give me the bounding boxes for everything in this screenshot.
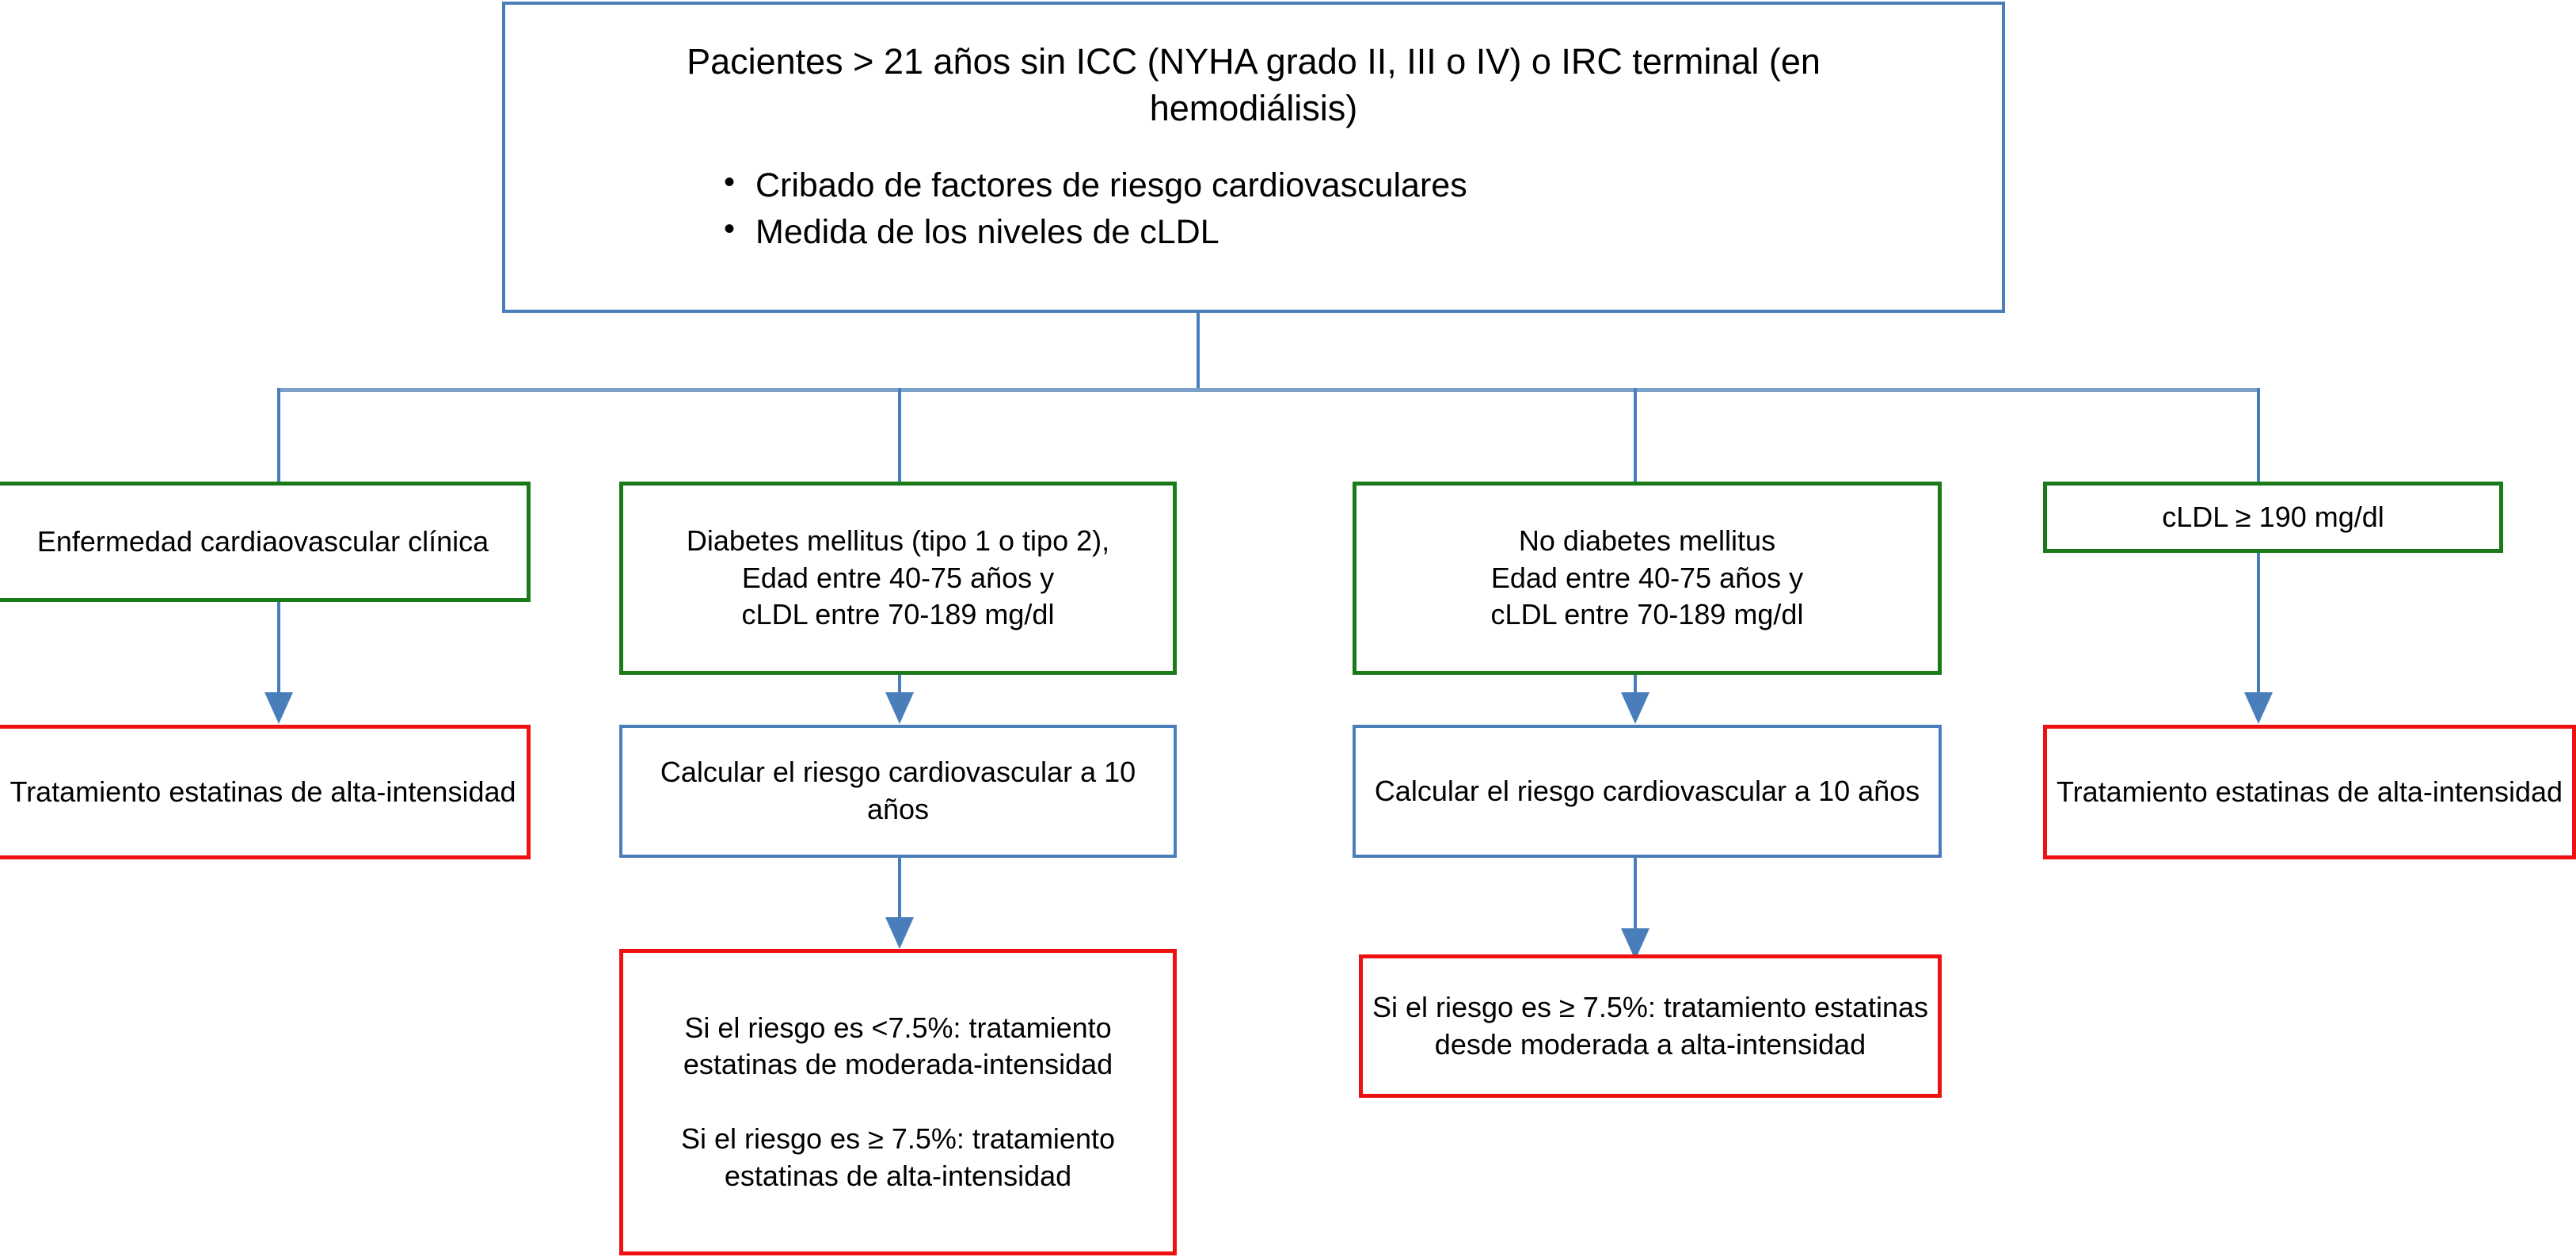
outcome-text: Si el riesgo es <7.5%: tratamiento estat… [623, 1010, 1173, 1195]
connector-drop-branch-4 [2257, 388, 2260, 482]
node-outcome-high-intensity-statins-right[interactable]: Tratamiento estatinas de alta-intensidad [2043, 725, 2576, 859]
node-step-risk-calculation-no-diabetes[interactable]: Calcular el riesgo cardiovascular a 10 a… [1353, 725, 1942, 858]
criteria-text: Diabetes mellitus (tipo 1 o tipo 2), Eda… [623, 523, 1173, 634]
criteria-text: No diabetes mellitus Edad entre 40-75 añ… [1356, 523, 1938, 634]
connector-branch-3-to-risk-calc [1634, 675, 1637, 697]
outcome-text: Si el riesgo es ≥ 7.5%: tratamiento esta… [1372, 990, 1929, 1061]
criteria-line: Edad entre 40-75 años y [1490, 561, 1804, 594]
arrowhead-branch-3 [1621, 692, 1649, 724]
criteria-line: cLDL entre 70-189 mg/dl [1490, 598, 1804, 631]
criteria-line: Diabetes mellitus (tipo 1 o tipo 2), [686, 524, 1110, 557]
criteria-line: Edad entre 40-75 años y [741, 561, 1055, 594]
criteria-line: No diabetes mellitus [1518, 524, 1776, 557]
arrowhead-outcome-diabetes [885, 917, 914, 949]
outcome-text: Tratamiento estatinas de alta-intensidad [10, 775, 516, 808]
node-criteria-cldl-190[interactable]: cLDL ≥ 190 mg/dl [2043, 482, 2503, 553]
node-outcome-risk-threshold-no-diabetes[interactable]: Si el riesgo es ≥ 7.5%: tratamiento esta… [1359, 954, 1942, 1098]
criteria-text: Enfermedad cardiaovascular clínica [36, 524, 489, 558]
step-text: Calcular el riesgo cardiovascular a 10 a… [660, 756, 1136, 825]
outcome-line: Si el riesgo es ≥ 7.5%: tratamiento esta… [680, 1122, 1115, 1192]
connector-drop-branch-3 [1634, 388, 1637, 482]
root-bullet-list: Cribado de factores de riesgo cardiovasc… [719, 161, 1467, 257]
node-criteria-diabetes[interactable]: Diabetes mellitus (tipo 1 o tipo 2), Eda… [619, 482, 1177, 675]
node-outcome-risk-threshold-diabetes[interactable]: Si el riesgo es <7.5%: tratamiento estat… [619, 949, 1177, 1255]
connector-drop-branch-1 [277, 388, 280, 482]
criteria-line: cLDL entre 70-189 mg/dl [741, 598, 1055, 631]
arrowhead-branch-1 [264, 692, 293, 724]
outcome-text: Tratamiento estatinas de alta-intensidad [2056, 775, 2563, 808]
connector-root-stem [1197, 313, 1200, 390]
step-text: Calcular el riesgo cardiovascular a 10 a… [1374, 774, 1920, 807]
outcome-line: Si el riesgo es <7.5%: tratamiento estat… [683, 1011, 1113, 1081]
arrowhead-branch-4 [2244, 692, 2273, 724]
connector-distribution-bus [279, 388, 2260, 392]
arrowhead-branch-2 [885, 692, 914, 724]
node-step-risk-calculation-diabetes[interactable]: Calcular el riesgo cardiovascular a 10 a… [619, 725, 1177, 858]
root-title-text: Pacientes > 21 años sin ICC (NYHA grado … [687, 41, 1821, 129]
connector-drop-branch-2 [898, 388, 901, 482]
outcome-blank-line [631, 1084, 1165, 1121]
node-criteria-no-diabetes[interactable]: No diabetes mellitus Edad entre 40-75 añ… [1353, 482, 1942, 675]
node-outcome-high-intensity-statins-left[interactable]: Tratamiento estatinas de alta-intensidad [0, 725, 531, 859]
connector-branch-2-to-risk-calc [898, 675, 901, 697]
node-root-population[interactable]: Pacientes > 21 años sin ICC (NYHA grado … [502, 2, 2005, 313]
connector-branch-4-to-treatment [2257, 553, 2260, 697]
connector-risk-calc-to-outcome-no-diabetes [1634, 858, 1637, 933]
node-criteria-cardiovascular-disease[interactable]: Enfermedad cardiaovascular clínica [0, 482, 531, 602]
criteria-text: cLDL ≥ 190 mg/dl [2162, 500, 2384, 533]
root-bullet-item: Cribado de factores de riesgo cardiovasc… [719, 161, 1467, 209]
root-bullet-item: Medida de los niveles de cLDL [719, 208, 1467, 256]
connector-branch-1-to-treatment [277, 602, 280, 697]
connector-risk-calc-to-outcome-diabetes [898, 858, 901, 921]
